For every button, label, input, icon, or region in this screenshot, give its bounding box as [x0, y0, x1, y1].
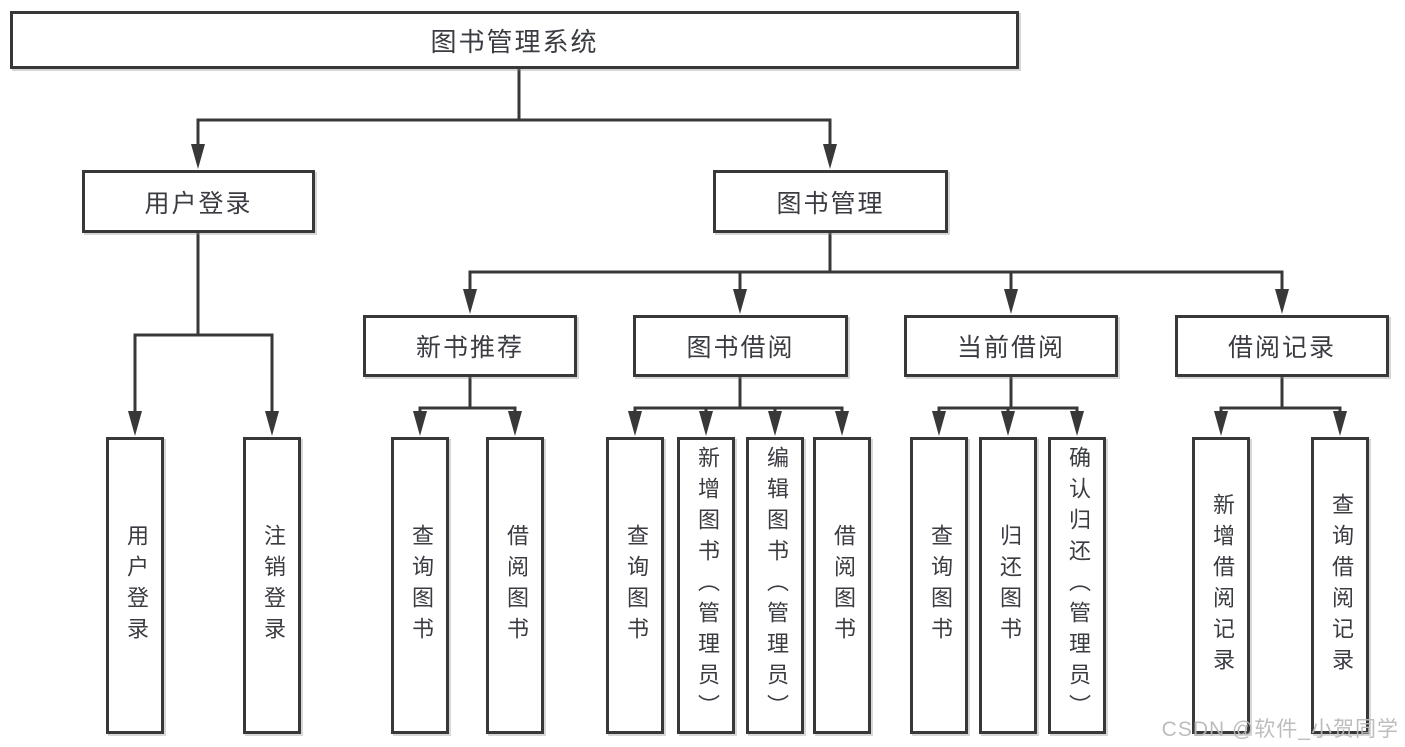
connector-new-book-recommendation-to-leaves	[413, 377, 522, 436]
leaf-confirm-return-admin: 确认归还（管理员）	[1048, 437, 1106, 734]
leaf-add-borrow-record: 新增借阅记录	[1192, 437, 1250, 734]
leaf-edit-books-admin: 编辑图书（管理员）	[746, 437, 804, 734]
arrowhead-icon	[768, 411, 782, 436]
arrowhead-icon	[1004, 289, 1018, 314]
connector-current-borrowing-to-leaves	[932, 377, 1084, 436]
arrowhead-icon	[1070, 411, 1084, 436]
arrowhead-icon	[413, 411, 427, 436]
connector-borrowing-records-to-leaves	[1214, 377, 1347, 436]
leaf-return-books: 归还图书	[979, 437, 1037, 734]
arrowhead-icon	[628, 411, 642, 436]
node-book-borrowing: 图书借阅	[633, 315, 848, 377]
leaf-add-books-admin: 新增图书（管理员）	[677, 437, 735, 734]
node-book-management: 图书管理	[713, 170, 948, 233]
arrowhead-icon	[1001, 411, 1015, 436]
node-current-borrowing: 当前借阅	[904, 315, 1118, 377]
node-new-book-recommendation: 新书推荐	[363, 315, 577, 377]
arrowhead-icon	[835, 411, 849, 436]
watermark: CSDN @软件_小贺同学	[1161, 718, 1399, 741]
arrowhead-icon	[191, 144, 205, 169]
arrowhead-icon	[1275, 289, 1289, 314]
node-borrowing-records: 借阅记录	[1175, 315, 1389, 377]
node-library-system: 图书管理系统	[10, 11, 1019, 69]
leaf-query-books-current: 查询图书	[910, 437, 968, 734]
arrowhead-icon	[733, 289, 747, 314]
connector-book-borrowing-to-leaves	[628, 377, 849, 436]
node-user-login: 用户登录	[82, 170, 315, 233]
arrowhead-icon	[463, 289, 477, 314]
arrowhead-icon	[508, 411, 522, 436]
connector-root-to-level2	[191, 69, 837, 169]
connector-user-login-to-leaves	[128, 233, 279, 436]
connector-book-management-to-level3	[463, 233, 1289, 314]
arrowhead-icon	[823, 144, 837, 169]
leaf-user-login: 用户登录	[106, 437, 164, 734]
leaf-logout: 注销登录	[243, 437, 301, 734]
leaf-query-borrow-record: 查询借阅记录	[1311, 437, 1369, 734]
arrowhead-icon	[699, 411, 713, 436]
arrowhead-icon	[1214, 411, 1228, 436]
leaf-query-books-borrow: 查询图书	[606, 437, 664, 734]
arrowhead-icon	[128, 411, 142, 436]
arrowhead-icon	[932, 411, 946, 436]
leaf-query-books-recommend: 查询图书	[391, 437, 449, 734]
arrowhead-icon	[1333, 411, 1347, 436]
leaf-borrow-books-recommend: 借阅图书	[486, 437, 544, 734]
arrowhead-icon	[265, 411, 279, 436]
leaf-borrow-books: 借阅图书	[813, 437, 871, 734]
